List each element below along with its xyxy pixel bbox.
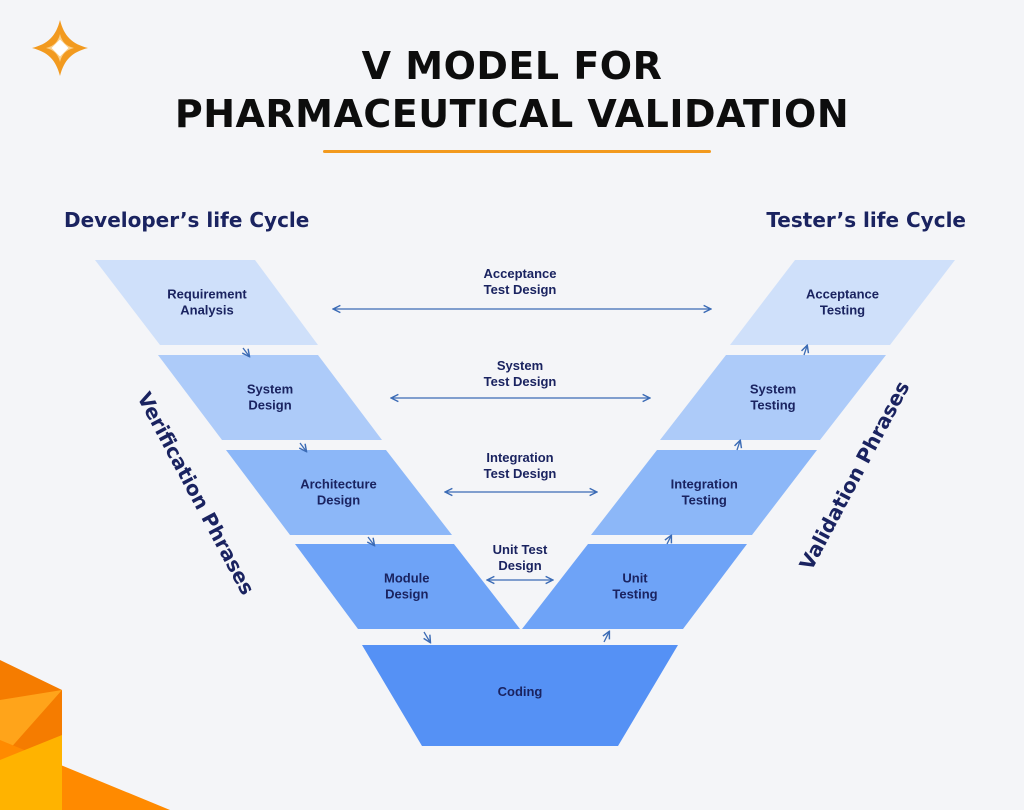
brand-logo-icon xyxy=(32,20,88,76)
right-phase-label-2-line-1: System xyxy=(750,382,796,397)
test-design-label-4-line-1: Unit Test xyxy=(493,542,548,557)
left-flow-arrow-4 xyxy=(424,631,430,642)
left-phase-box-2 xyxy=(158,355,382,440)
test-design-label-1-line-1: Acceptance xyxy=(484,266,557,281)
right-phase-box-1 xyxy=(730,260,955,345)
test-design-label-3-line-2: Test Design xyxy=(484,466,557,481)
left-phase-label-2-line-1: System xyxy=(247,382,293,397)
title-underline xyxy=(323,150,711,153)
left-phase-box-1 xyxy=(95,260,318,345)
test-design-label-1-line-2: Test Design xyxy=(484,282,557,297)
left-phase-label-1-line-2: Analysis xyxy=(180,303,233,318)
right-phase-label-1-line-2: Testing xyxy=(820,303,865,318)
left-phase-box-4 xyxy=(295,544,520,629)
left-phase-label-4-line-2: Design xyxy=(385,587,428,602)
left-phase-label-1-line-1: Requirement xyxy=(167,287,247,302)
right-flow-arrow-1 xyxy=(604,632,609,643)
right-phase-label-3-line-1: Integration xyxy=(671,477,738,492)
left-phase-label-3-line-2: Design xyxy=(317,493,360,508)
coding-label-line-1: Coding xyxy=(498,684,543,699)
left-phase-label-3-line-1: Architecture xyxy=(300,477,377,492)
right-phase-box-4 xyxy=(522,544,747,629)
left-flow-arrow-3 xyxy=(368,536,374,545)
right-phase-label-4-line-2: Testing xyxy=(612,587,657,602)
right-flow-arrow-2 xyxy=(667,536,671,545)
coding-box xyxy=(362,645,678,746)
tester-life-cycle-label: Tester’s life Cycle xyxy=(766,208,966,232)
right-phase-label-2-line-2: Testing xyxy=(750,398,795,413)
test-design-label-2-line-2: Test Design xyxy=(484,374,557,389)
left-phase-label-4-line-1: Module xyxy=(384,571,430,586)
left-phase-label-2-line-2: Design xyxy=(248,398,291,413)
test-design-label-4-line-2: Design xyxy=(498,558,541,573)
left-flow-arrow-2 xyxy=(300,442,306,451)
right-phase-box-3 xyxy=(591,450,817,535)
right-phase-label-3-line-2: Testing xyxy=(682,493,727,508)
page-title-line-2: PHARMACEUTICAL VALIDATION xyxy=(174,92,850,136)
test-design-label-3-line-1: Integration xyxy=(486,450,553,465)
coding-label: Coding xyxy=(498,684,543,699)
left-flow-arrow-1 xyxy=(243,347,249,356)
right-flow-arrow-3 xyxy=(737,441,740,451)
test-design-label-2-line-1: System xyxy=(497,358,543,373)
developer-life-cycle-label: Developer’s life Cycle xyxy=(64,208,310,232)
right-flow-arrow-4 xyxy=(804,346,807,356)
page-title-line-1: V MODEL FOR xyxy=(361,44,663,88)
corner-decoration xyxy=(0,660,170,810)
right-phase-box-2 xyxy=(660,355,886,440)
right-phase-label-4-line-1: Unit xyxy=(622,571,648,586)
right-phase-label-1-line-1: Acceptance xyxy=(806,287,879,302)
left-phase-box-3 xyxy=(226,450,452,535)
